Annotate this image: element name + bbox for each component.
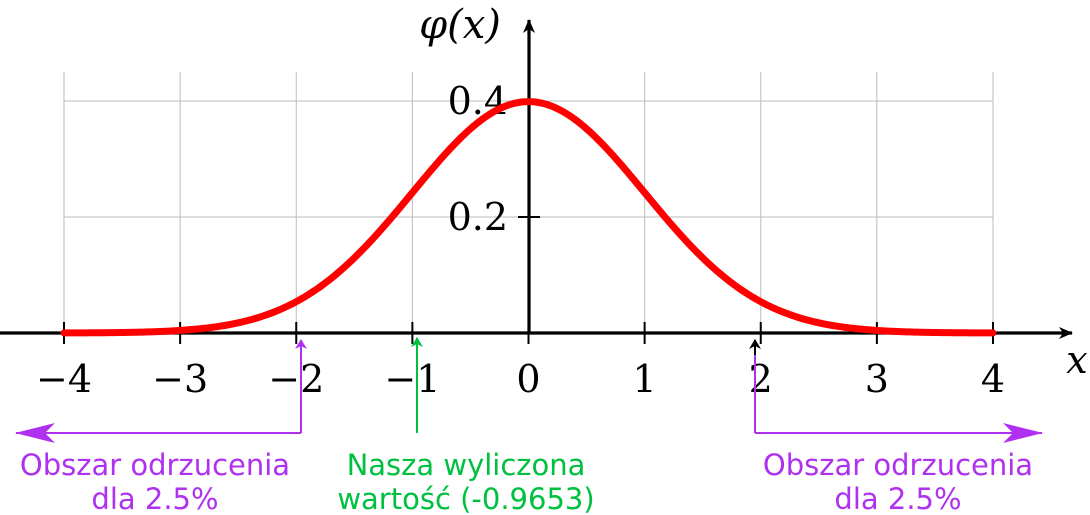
right-rejection-label-line1: Obszar odrzucenia [763,448,1033,482]
x-tick-label: −2 [268,357,324,401]
x-tick-label: −1 [384,357,440,401]
right-rejection-label-line2: dla 2.5% [834,482,961,515]
y-tick-label: 0.4 [448,79,508,123]
y-tick-label: 0.2 [448,195,508,239]
x-tick-label: −3 [152,357,208,401]
computed-value-label-line2: wartość (-0.9653) [337,482,594,515]
axes [0,19,1073,339]
left-rejection-label-line2: dla 2.5% [91,482,218,515]
x-tick-label: 4 [981,357,1005,401]
left-rejection-label-line1: Obszar odrzucenia [20,448,290,482]
x-tick-label: 3 [865,357,889,401]
computed-value-label-line1: Nasza wyliczona [347,448,586,482]
x-tick-label: −4 [36,357,92,401]
x-axis-label: x [1066,338,1087,382]
annotations: Obszar odrzucenia dla 2.5% Nasza wyliczo… [15,337,1043,515]
density-curve [60,98,997,337]
x-tick-label: 0 [516,357,540,401]
x-tick-label: 1 [633,357,657,401]
ticks: −4 −3 −2 −1 0 1 2 3 4 0.2 0.4 [36,79,1005,401]
y-axis-label: φ(x) [419,2,501,48]
x-tick-label: 2 [749,357,773,401]
